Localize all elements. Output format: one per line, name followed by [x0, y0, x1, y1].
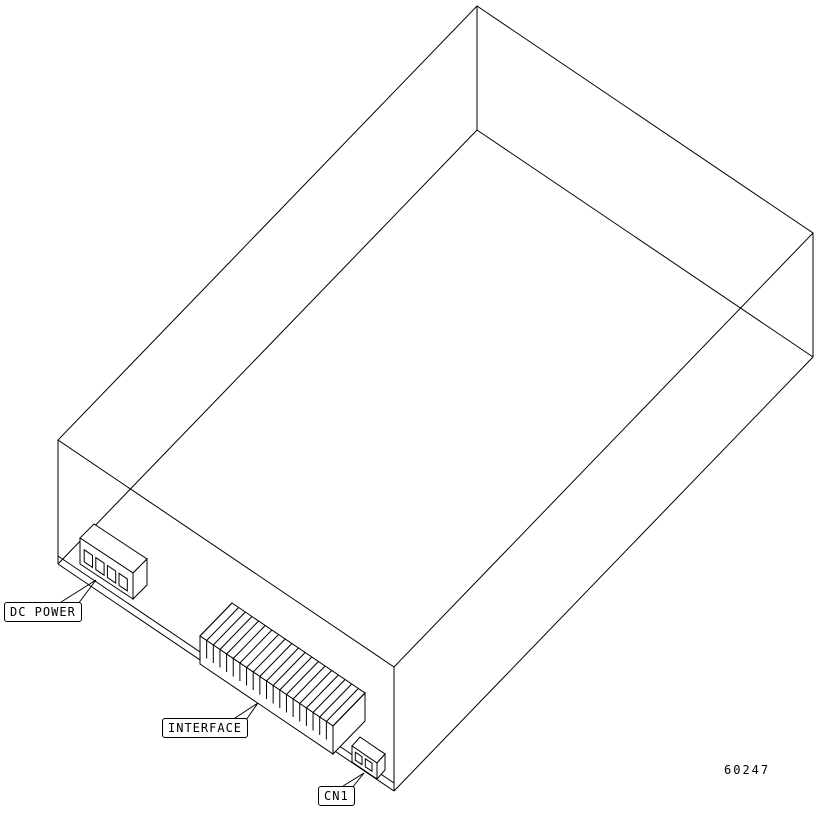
interface-label: INTERFACE [162, 718, 249, 738]
interface-leader [231, 702, 259, 721]
interface-contacts-front [199, 636, 334, 744]
dc-power-label: DC POWER [4, 602, 82, 622]
enclosure-top-face [57, 5, 814, 668]
cn1-pin [364, 757, 373, 773]
dc-power-leader [57, 579, 97, 605]
enclosure-edge-bottom-backright [476, 129, 814, 358]
cn1-label: CN1 [318, 786, 355, 806]
callout-leaders [57, 579, 365, 789]
dc-power-pin [95, 556, 105, 577]
enclosure-edge-bottom-backleft [57, 129, 478, 565]
dc-power-pin [83, 548, 93, 569]
enclosure-wireframe [57, 5, 814, 792]
figure-number: 60247 [724, 763, 771, 777]
dc-power-connector [79, 523, 148, 601]
dc-power-pin [106, 564, 117, 585]
cn1-pin [354, 751, 363, 766]
enclosure-edge-bottom-frontright [393, 356, 814, 792]
cn1-leader [339, 772, 365, 789]
cn1-connector [351, 736, 386, 781]
interface-contacts-top [199, 602, 366, 727]
dc-power-connector-side-face [132, 557, 148, 601]
dc-power-pin [118, 572, 128, 592]
cn1-connector-side-face [376, 752, 386, 781]
